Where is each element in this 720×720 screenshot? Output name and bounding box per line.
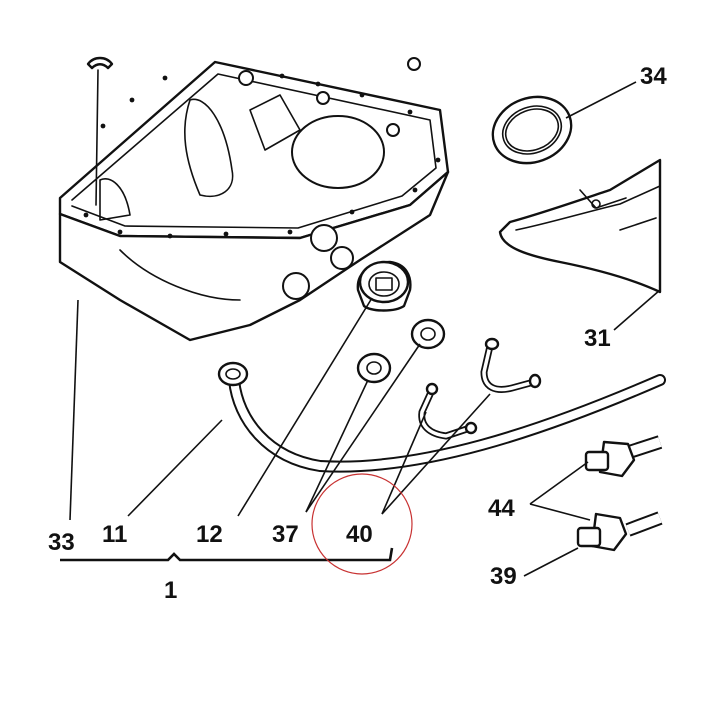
- callout-12: 12: [196, 521, 223, 548]
- callout-40: 40: [346, 521, 373, 548]
- callout-31: 31: [584, 325, 611, 352]
- callout-37: 37: [272, 521, 299, 548]
- callout-33: 33: [48, 529, 75, 556]
- seal-ring: [491, 95, 573, 165]
- dipstick-tube: [217, 361, 666, 473]
- bent-pipes: [418, 337, 542, 440]
- drain-plug-seal: [356, 260, 412, 312]
- gasket-pair: [356, 318, 446, 384]
- callout-39: 39: [490, 563, 517, 590]
- callout-44: 44: [488, 495, 515, 522]
- hose-fittings: [576, 435, 663, 552]
- highlight-circle: [311, 473, 413, 575]
- assembly-bracket: [60, 547, 394, 562]
- callout-1: 1: [164, 577, 177, 604]
- callout-34: 34: [640, 63, 667, 90]
- callout-11: 11: [102, 521, 127, 548]
- oil-pan: [58, 56, 450, 342]
- oil-pickup-baffle: [498, 158, 662, 294]
- leader-lines: [69, 81, 661, 577]
